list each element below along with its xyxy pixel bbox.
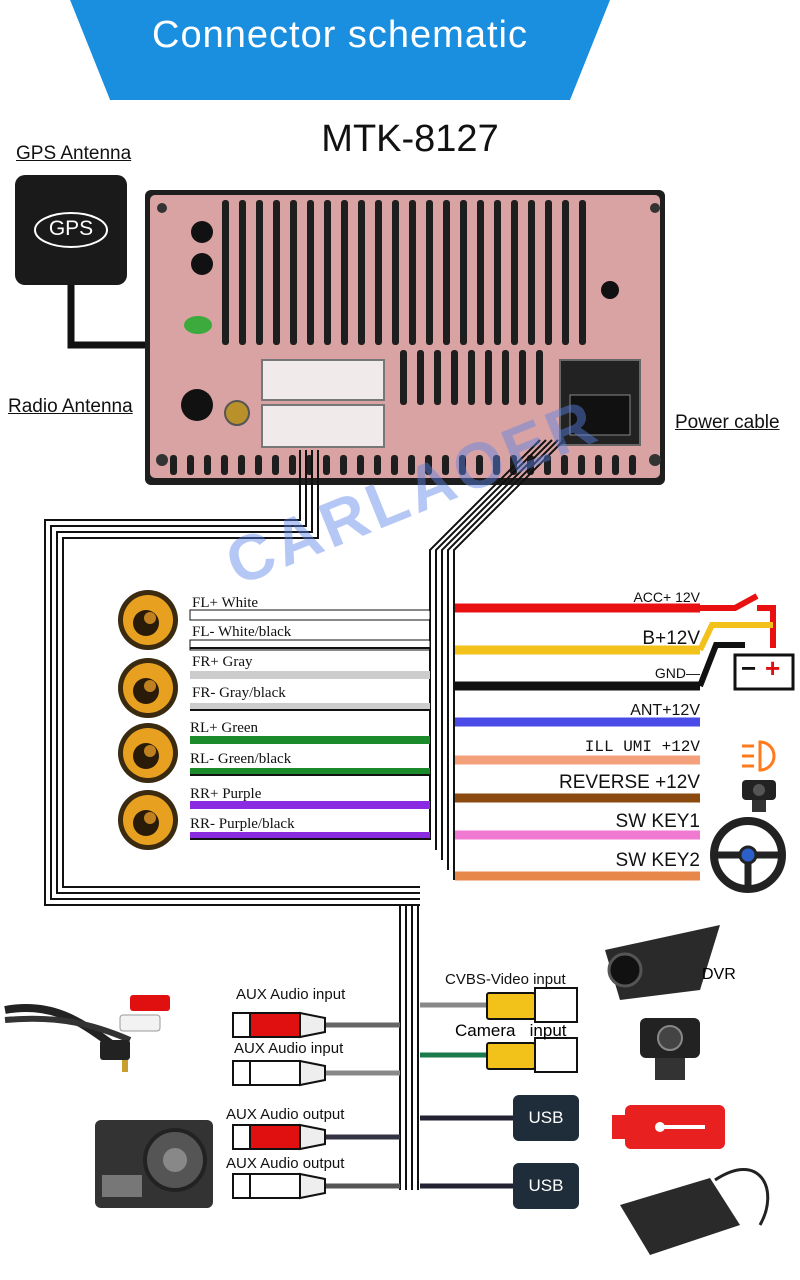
aux-output-label-1: AUX Audio output <box>226 1106 345 1123</box>
dvr-label: DVR <box>702 966 736 983</box>
wire-label-fr-plus: FR+ Gray <box>192 654 253 670</box>
speaker-icon <box>118 658 178 718</box>
wire-label-rr-plus: RR+ Purple <box>190 786 262 802</box>
wire-label-fr-minus: FR- Gray/black <box>192 685 286 701</box>
wire-label-fl-minus: FL- White/black <box>192 624 292 640</box>
aux-rca-connector <box>232 1059 326 1087</box>
wire-label-sw-key1: SW KEY1 <box>615 811 700 832</box>
speaker-harness <box>44 450 420 1190</box>
battery-icon <box>733 653 795 691</box>
speaker-wires <box>189 609 431 840</box>
power-wires <box>455 603 700 881</box>
external-drive-image <box>620 1167 770 1255</box>
wire-label-gnd: GND— <box>654 665 700 681</box>
aux-input-label-2: AUX Audio input <box>234 1040 344 1057</box>
wire-label-rr-minus: RR- Purple/black <box>190 816 295 832</box>
aux-rca-connector <box>232 1123 326 1151</box>
power-cable-label: Power cable <box>675 412 780 433</box>
aux-rca-connector <box>232 1172 326 1200</box>
usb-port-1: USB <box>513 1095 579 1141</box>
wire-label-fl-plus: FL+ White <box>192 595 259 611</box>
wire-label-illumination: ILL UMI +12V <box>584 738 700 756</box>
wire-label-battery: B+12V <box>642 628 700 649</box>
speakers <box>118 590 178 850</box>
headlight-icon <box>742 740 776 772</box>
gps-antenna-label: GPS Antenna <box>16 143 132 164</box>
wire-label-reverse: REVERSE +12V <box>559 772 700 793</box>
aux-rca-connector <box>232 1011 326 1039</box>
aux-input-label-1: AUX Audio input <box>236 986 346 1003</box>
wire-label-rl-plus: RL+ Green <box>190 720 259 736</box>
cvbs-input-label: CVBS-Video input <box>445 971 566 988</box>
gps-antenna-port <box>224 400 250 426</box>
battery-minus: − <box>741 653 757 683</box>
cvbs-rca-connector <box>486 987 578 1023</box>
speaker-icon <box>118 790 178 850</box>
gps-badge: GPS <box>48 217 94 240</box>
wire-label-sw-key2: SW KEY2 <box>615 850 700 871</box>
wire-label-rl-minus: RL- Green/black <box>190 751 292 767</box>
dvr-image <box>605 925 720 1000</box>
cooling-vents <box>170 200 636 475</box>
backup-camera-image <box>640 1018 700 1080</box>
steering-wheel-icon <box>710 817 786 893</box>
wire-label-acc: ACC+ 12V <box>633 589 700 605</box>
reverse-camera-icon <box>742 780 776 812</box>
page-title: Connector schematic <box>152 14 528 56</box>
av-cable-lines <box>325 1002 513 1189</box>
usb-flash-drive-icon <box>612 1105 725 1149</box>
model-name: MTK-8127 <box>321 118 499 160</box>
usb-port-2: USB <box>513 1163 579 1209</box>
header-banner <box>70 0 610 100</box>
aux-rca-cable-image <box>4 995 170 1072</box>
radio-antenna-label: Radio Antenna <box>8 396 133 417</box>
wire-label-ant: ANT+12V <box>630 702 700 719</box>
subwoofer-image <box>95 1120 213 1208</box>
battery-plus: + <box>765 653 781 683</box>
camera-rca-connector <box>486 1037 578 1073</box>
av-connector-top <box>261 359 385 401</box>
gps-antenna-module <box>15 175 127 285</box>
speaker-icon <box>118 590 178 650</box>
speaker-icon <box>118 723 178 783</box>
radio-antenna-port <box>181 389 213 421</box>
av-connector-bottom <box>261 404 385 448</box>
camera-input-label: Camera input <box>455 1021 567 1040</box>
aux-output-label-2: AUX Audio output <box>226 1155 345 1172</box>
